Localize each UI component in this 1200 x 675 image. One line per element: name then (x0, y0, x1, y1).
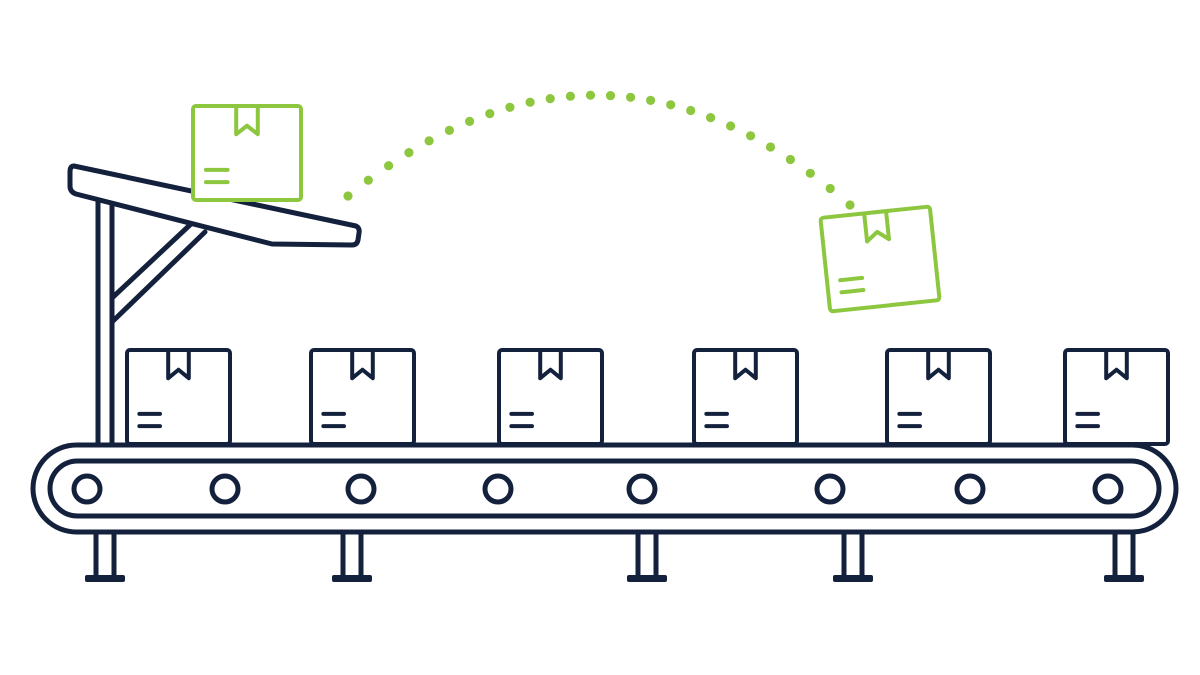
box-label-line (838, 275, 865, 283)
box-outline (191, 104, 303, 202)
belt-boxes (125, 348, 1170, 446)
tossed-boxes (191, 104, 942, 314)
belt-inner (47, 458, 1162, 519)
box-outline (692, 348, 799, 446)
trajectory-dot (805, 168, 815, 178)
conveyor-belt (30, 442, 1179, 535)
belt-box-icon (692, 348, 799, 446)
roller (209, 473, 241, 505)
trajectory-dot (384, 161, 394, 171)
trajectory-dot (444, 125, 454, 135)
trajectory-dot (424, 136, 434, 146)
trajectory-dot (686, 105, 696, 116)
roller (814, 473, 846, 505)
trajectory-dot (706, 113, 716, 123)
trajectory-dot (746, 131, 756, 141)
box-tape (733, 350, 758, 381)
chute-ramp (67, 163, 362, 445)
trajectory-dot (605, 91, 616, 101)
trajectory-dot (825, 183, 835, 194)
box-tape (166, 350, 191, 381)
belt-box-icon (1063, 348, 1170, 446)
trajectory-dot (785, 154, 796, 165)
trajectory-dot (765, 142, 776, 152)
leg-foot (833, 575, 873, 582)
roller (626, 473, 658, 505)
trajectory-dot (404, 148, 414, 158)
trajectory-dot (525, 97, 535, 107)
leg-foot (627, 575, 667, 582)
roller (71, 473, 103, 505)
trajectory-dot (343, 191, 353, 201)
box-tape (234, 106, 260, 137)
belt-box-icon (125, 348, 232, 446)
belt-outer (30, 442, 1179, 535)
chute-brace (109, 220, 208, 325)
dotted-trajectory (343, 90, 855, 210)
leg-foot (332, 575, 372, 582)
box-outline (125, 348, 232, 446)
box-outline (885, 348, 992, 446)
box-outline (309, 348, 416, 446)
trajectory-dot (646, 95, 656, 105)
trajectory-dot (545, 94, 555, 104)
box-tape (350, 350, 375, 381)
trajectory-dot (666, 100, 676, 110)
tossed-box-icon (818, 204, 942, 314)
leg-foot (1104, 575, 1144, 582)
box-outline (497, 348, 604, 446)
belt-box-icon (497, 348, 604, 446)
leg-foot (85, 575, 125, 582)
trajectory-dot (363, 175, 373, 185)
belt-box-icon (885, 348, 992, 446)
trajectory-dot (505, 102, 515, 112)
trajectory-dot (465, 116, 475, 126)
trajectory-dot (485, 109, 495, 119)
belt-box-icon (309, 348, 416, 446)
box-tape (926, 350, 951, 381)
trajectory-dot (726, 121, 736, 131)
box-outline (818, 204, 942, 314)
trajectory-dot (845, 200, 855, 210)
box-tape (862, 210, 891, 244)
trajectory-dot (565, 91, 576, 101)
trajectory-dot (626, 92, 636, 102)
box-outline (1063, 348, 1170, 446)
tossed-box-icon (191, 104, 303, 202)
trajectory-dot (585, 90, 596, 100)
roller (482, 473, 514, 505)
box-tape (538, 350, 563, 381)
roller (954, 473, 986, 505)
roller (345, 473, 377, 505)
box-label-line (839, 288, 866, 295)
roller (1092, 473, 1124, 505)
chute-ramp (67, 163, 362, 248)
box-tape (1104, 350, 1129, 381)
conveyor-legs (85, 532, 1144, 582)
